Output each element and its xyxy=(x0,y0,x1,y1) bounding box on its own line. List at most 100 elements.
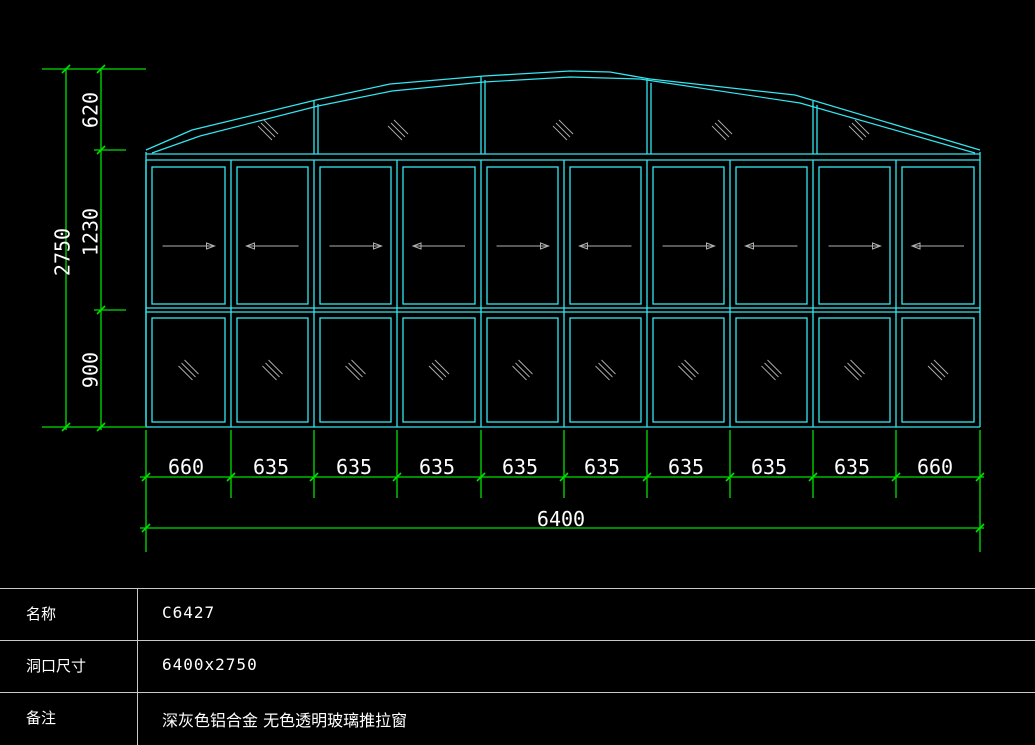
arrow-head-icon xyxy=(373,242,383,250)
glass-hatch-icon xyxy=(257,125,273,141)
table-label-remarks: 备注 xyxy=(26,709,57,727)
sliding-sash-pane xyxy=(236,166,309,305)
dim-col-width-4: 635 xyxy=(419,455,455,479)
sliding-sash-pane xyxy=(569,166,642,305)
dim-col-width-6: 635 xyxy=(584,455,620,479)
table-row-remarks: 备注 深灰色铝合金 无色透明玻璃推拉窗 xyxy=(0,692,1035,745)
fixed-lower-pane xyxy=(319,317,392,423)
table-value-remarks: 深灰色铝合金 无色透明玻璃推拉窗 xyxy=(162,711,408,730)
dim-tick xyxy=(642,472,652,482)
sliding-sash-pane xyxy=(151,166,226,305)
dim-tick xyxy=(975,472,985,482)
arrow-head-icon xyxy=(872,242,882,250)
dim-tick xyxy=(891,472,901,482)
glass-hatch-icon xyxy=(512,365,527,381)
glass-hatch-icon xyxy=(181,362,196,378)
arrow-head-icon xyxy=(706,242,716,250)
dimension-lines xyxy=(42,64,985,552)
dim-tick xyxy=(61,64,71,74)
glass-hatch-icon xyxy=(351,359,366,375)
table-label-name: 名称 xyxy=(26,605,57,623)
dim-tick xyxy=(96,422,106,432)
glass-markers xyxy=(162,119,964,381)
window-elevation-drawing: 2750 620 1230 900 660 635 635 635 635 63… xyxy=(42,64,985,552)
fixed-lower-pane xyxy=(236,317,309,423)
dim-tick xyxy=(392,472,402,482)
arch-top-outer xyxy=(145,70,981,151)
glass-hatch-icon xyxy=(847,362,862,378)
dim-col-width-8: 635 xyxy=(751,455,787,479)
dim-row-height-top: 620 xyxy=(79,92,103,128)
glass-hatch-icon xyxy=(184,359,199,375)
dim-tick xyxy=(96,305,106,315)
sliding-sash-pane xyxy=(901,166,975,305)
arrow-head-icon xyxy=(245,242,255,250)
glass-hatch-icon xyxy=(260,122,276,138)
glass-hatch-icon xyxy=(265,362,280,378)
dim-tick xyxy=(808,472,818,482)
glass-hatch-icon xyxy=(684,359,699,375)
fixed-lower-pane xyxy=(151,317,226,423)
glass-hatch-icon xyxy=(595,365,610,381)
arrow-head-icon xyxy=(578,242,588,250)
dim-tick xyxy=(61,422,71,432)
glass-hatch-icon xyxy=(767,359,782,375)
glass-hatch-icon xyxy=(933,359,949,375)
glass-hatch-icon xyxy=(268,359,283,375)
dim-col-width-10: 660 xyxy=(917,455,953,479)
glass-hatch-icon xyxy=(717,119,733,135)
arch-top-inner xyxy=(151,76,976,154)
glass-hatch-icon xyxy=(262,365,277,381)
glass-hatch-icon xyxy=(714,122,730,138)
arrow-head-icon xyxy=(910,242,921,250)
sliding-sash-pane xyxy=(818,166,891,305)
dim-col-width-5: 635 xyxy=(502,455,538,479)
dim-col-width-1: 660 xyxy=(168,455,204,479)
title-block-table: 名称 C6427 洞口尺寸 6400x2750 备注 深灰色铝合金 无色透明玻璃… xyxy=(0,588,1035,745)
table-row-name: 名称 C6427 xyxy=(0,588,1035,641)
sliding-sash-pane xyxy=(735,166,808,305)
dim-tick xyxy=(96,64,106,74)
dim-tick xyxy=(96,145,106,155)
fixed-lower-pane xyxy=(486,317,559,423)
dim-tick xyxy=(725,472,735,482)
sliding-sash-pane xyxy=(652,166,725,305)
table-row-opening-size: 洞口尺寸 6400x2750 xyxy=(0,640,1035,693)
sliding-sash-pane xyxy=(319,166,392,305)
table-value-name: C6427 xyxy=(162,603,216,622)
glass-hatch-icon xyxy=(711,125,727,141)
glass-hatch-icon xyxy=(761,365,776,381)
table-column-divider xyxy=(137,588,138,745)
glass-hatch-icon xyxy=(930,362,946,378)
glass-hatch-icon xyxy=(851,122,867,138)
glass-hatch-icon xyxy=(263,119,279,135)
dim-tick xyxy=(975,523,985,533)
glass-hatch-icon xyxy=(555,122,571,138)
dim-col-width-9: 635 xyxy=(834,455,870,479)
fixed-lower-pane xyxy=(569,317,642,423)
arrow-head-icon xyxy=(411,242,422,250)
arrow-head-icon xyxy=(540,242,550,250)
fixed-lower-pane xyxy=(652,317,725,423)
glass-hatch-icon xyxy=(515,362,530,378)
dim-row-height-bottom: 900 xyxy=(79,352,103,388)
dim-tick xyxy=(559,472,569,482)
dim-col-width-2: 635 xyxy=(253,455,289,479)
table-label-opening-size: 洞口尺寸 xyxy=(26,657,87,675)
dim-tick xyxy=(226,472,236,482)
sliding-sash-pane xyxy=(402,166,476,305)
fixed-lower-pane xyxy=(818,317,891,423)
glass-hatch-icon xyxy=(764,362,779,378)
glass-hatch-icon xyxy=(558,119,574,135)
glass-hatch-icon xyxy=(345,365,360,381)
glass-hatch-icon xyxy=(431,362,447,378)
dim-row-height-middle: 1230 xyxy=(79,208,103,256)
glass-hatch-icon xyxy=(850,359,865,375)
dim-overall-width: 6400 xyxy=(537,507,585,531)
dim-tick xyxy=(141,523,151,533)
sliding-sash-pane xyxy=(486,166,559,305)
dim-col-width-3: 635 xyxy=(336,455,372,479)
glass-hatch-icon xyxy=(848,125,864,141)
window-frame xyxy=(145,70,981,428)
arrow-head-icon xyxy=(206,242,216,250)
